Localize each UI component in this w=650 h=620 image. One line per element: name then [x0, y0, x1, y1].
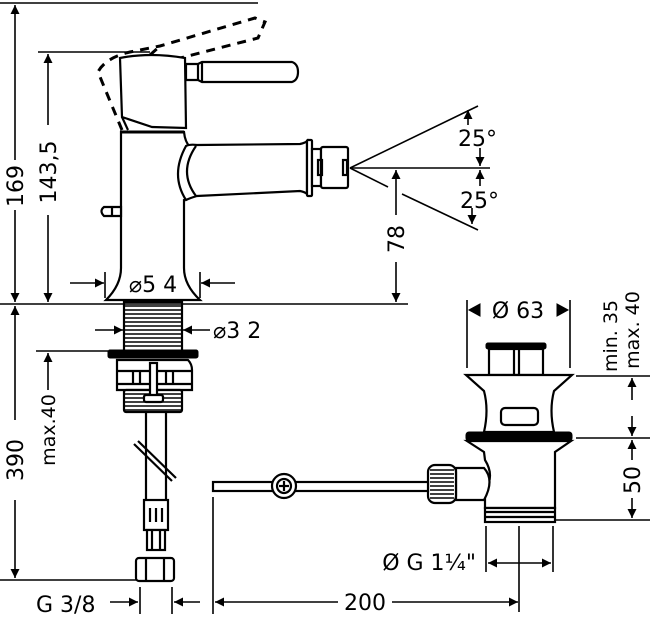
spout	[176, 138, 309, 202]
hose-nut	[134, 556, 176, 583]
waste-thread	[483, 506, 557, 524]
pull-rod	[211, 480, 430, 493]
waste-side-connector	[454, 466, 491, 502]
spout-curve	[185, 145, 197, 197]
hose-crimp-detail	[148, 508, 164, 522]
knurled-nut-ridges	[430, 469, 454, 499]
waste-washer	[465, 431, 573, 442]
fixing-screw	[148, 361, 159, 400]
dim-label-angle-up: 25°	[458, 127, 497, 152]
dim-label-78: 78	[385, 225, 410, 253]
spray-upper-line	[349, 105, 479, 169]
spray-lower-line	[401, 193, 479, 231]
aerator-slot	[341, 158, 349, 177]
dim-label-143-5: 143,5	[37, 141, 62, 204]
waste-plug	[487, 347, 545, 377]
dim-label-waste-diameter: Ø 63	[492, 299, 544, 324]
hose-break-mark	[137, 440, 177, 479]
dim-label-waste-thread: Ø G 1¼"	[382, 551, 476, 576]
spray-lower-line	[349, 167, 389, 188]
dim-label-max40-waste: max. 40	[622, 291, 644, 369]
dim-arrowhead	[556, 303, 570, 317]
mixer-assembly	[96, 16, 350, 583]
aerator-collar	[310, 147, 323, 188]
dim-label-169: 169	[4, 165, 29, 207]
dim-label-body-diameter: ⌀5 4	[129, 273, 177, 298]
dim-arrowhead	[467, 303, 481, 317]
dim-label-min35: min. 35	[600, 300, 622, 372]
dimension-labels: 169 143,5 ⌀5 4 ⌀3 2 78 25° 25° 390 max.4…	[4, 127, 646, 618]
shank-threads	[124, 305, 182, 347]
dim-label-200: 200	[344, 591, 386, 616]
aerator-slot	[316, 158, 324, 177]
dim-label-shank-diameter: ⌀3 2	[213, 319, 261, 344]
dim-label-angle-down: 25°	[460, 189, 499, 214]
dim-label-390: 390	[4, 439, 29, 481]
washer-plate	[107, 349, 199, 359]
hose-break-mark	[133, 443, 173, 482]
waste-overflow-slot	[499, 406, 540, 427]
dim-label-thread-g38: G 3/8	[36, 593, 95, 618]
dim-label-max40: max.40	[38, 394, 60, 466]
waste-assembly	[211, 342, 575, 524]
lever-handle	[184, 60, 300, 84]
lever-head	[118, 53, 188, 130]
hose-sleeve	[145, 528, 167, 552]
fixing-screw-head	[142, 393, 165, 404]
lever-head-wedge	[121, 116, 129, 131]
dim-label-50: 50	[621, 466, 646, 494]
lever-open-position-outline	[96, 16, 267, 131]
lever-dash-segment	[148, 44, 162, 57]
